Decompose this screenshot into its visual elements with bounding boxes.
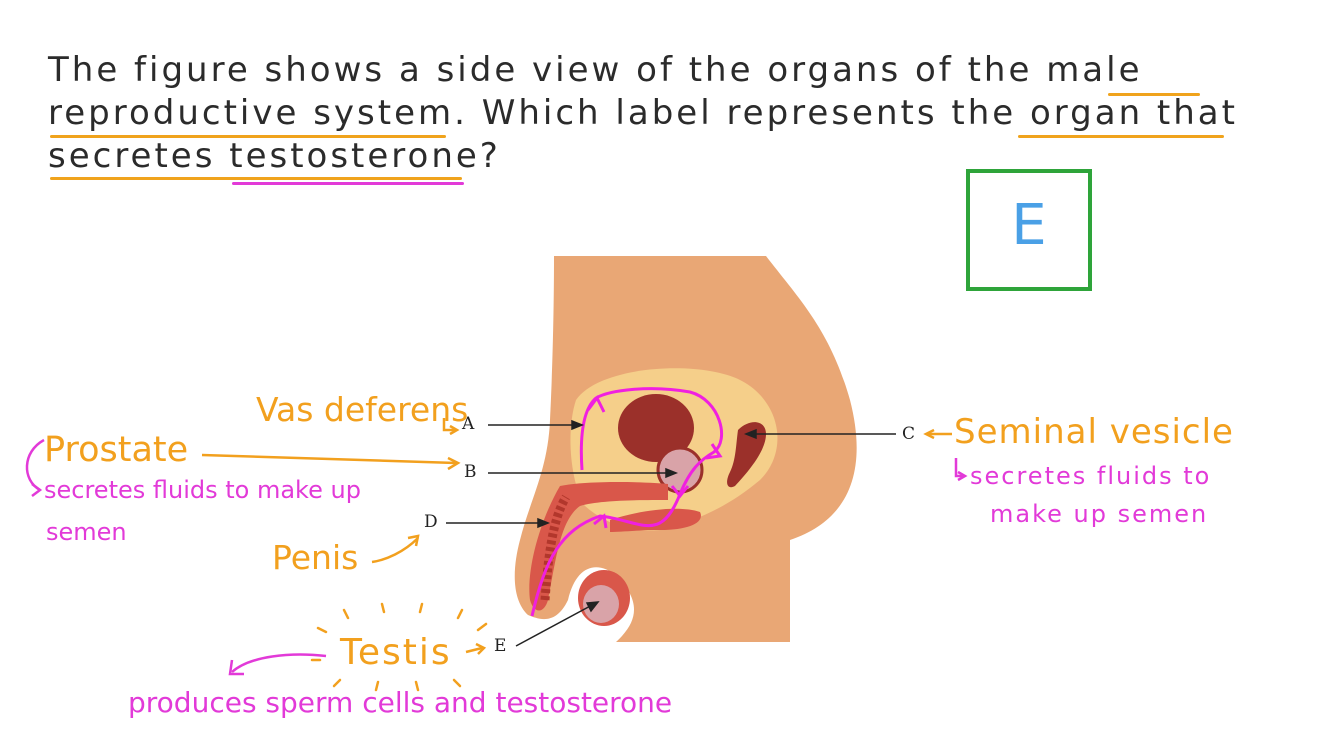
prostate-note-hook: [25, 438, 45, 492]
seminal-vesicle-connector-head: [923, 428, 935, 440]
penis-connector-head: [407, 534, 420, 547]
answer-letter: E: [1011, 193, 1047, 258]
leader-a-head: [571, 419, 585, 431]
annotation-prostate: Prostate: [44, 430, 189, 470]
underline-reproductive-system: [50, 135, 446, 138]
prostate-connector-head: [447, 456, 461, 471]
prostate-connector: [201, 453, 457, 465]
bladder: [618, 394, 694, 462]
annotation-penis: Penis: [272, 538, 359, 577]
erectile-tissue: [540, 494, 570, 601]
emphasis-mark-5: [316, 626, 328, 634]
leader-e-head: [585, 601, 600, 613]
emphasis-mark-11: [452, 678, 462, 688]
label-d: D: [424, 512, 438, 532]
leader-e: [515, 603, 595, 647]
emphasis-mark-9: [374, 680, 380, 692]
underline-organ-that: [1018, 135, 1224, 138]
underline-male: [1108, 93, 1200, 96]
annotation-seminal-vesicle: Seminal vesicle: [954, 412, 1234, 452]
ejaculatory-duct: [610, 508, 701, 532]
testis-note-connector: [231, 653, 327, 673]
testis-note-connector-head: [228, 659, 244, 676]
pathway-arrow-4: [593, 513, 608, 529]
vas-deferens-hook-head: [449, 424, 460, 436]
emphasis-mark-1: [342, 608, 350, 620]
note-testis: produces sperm cells and testosterone: [128, 686, 673, 719]
underline-secretes: [50, 177, 462, 180]
penis-tissue: [529, 482, 668, 611]
leader-c-head: [743, 428, 757, 440]
vas-deferens-hook: [442, 418, 456, 432]
label-c: C: [902, 424, 916, 444]
annotation-testis: Testis: [340, 632, 452, 673]
penis-connector: [371, 537, 419, 564]
label-a: A: [462, 414, 475, 434]
underline-testosterone: [232, 182, 464, 185]
seminal-note-hook-head: [957, 470, 968, 482]
emphasis-mark-4: [456, 608, 464, 620]
note-prostate-line-2: semen: [46, 518, 127, 546]
note-seminal-line-2: make up semen: [990, 500, 1209, 528]
note-seminal-line-1: secretes fluids to: [970, 462, 1212, 490]
leader-d-head: [537, 517, 551, 529]
testis-connector-head: [475, 642, 487, 655]
annotation-vas-deferens: Vas deferens: [256, 390, 469, 429]
pathway-arrow-1: [586, 395, 606, 413]
question-line-1: The figure shows a side view of the orga…: [48, 50, 1143, 90]
label-e: E: [494, 636, 507, 656]
testis-connector: [465, 646, 483, 654]
emphasis-mark-8: [332, 678, 342, 688]
leader-b-head: [665, 467, 679, 479]
question-line-2: reproductive system. Which label represe…: [48, 93, 1238, 133]
emphasis-mark-2: [380, 602, 386, 614]
note-prostate-line-1: secretes fluids to make up: [44, 476, 361, 504]
testis-inner: [583, 585, 619, 623]
question-line-3: secretes testosterone?: [48, 136, 501, 176]
pathway-arrow-2: [705, 443, 723, 460]
emphasis-mark-10: [414, 680, 420, 692]
pathway-arrow-3: [670, 485, 690, 499]
seminal-note-hook: [954, 458, 964, 478]
emphasis-mark-6: [476, 622, 488, 632]
emphasis-mark-3: [418, 602, 424, 614]
label-b: B: [464, 462, 477, 482]
prostate-note-hook-head: [31, 483, 43, 497]
answer-box: E: [966, 169, 1092, 291]
